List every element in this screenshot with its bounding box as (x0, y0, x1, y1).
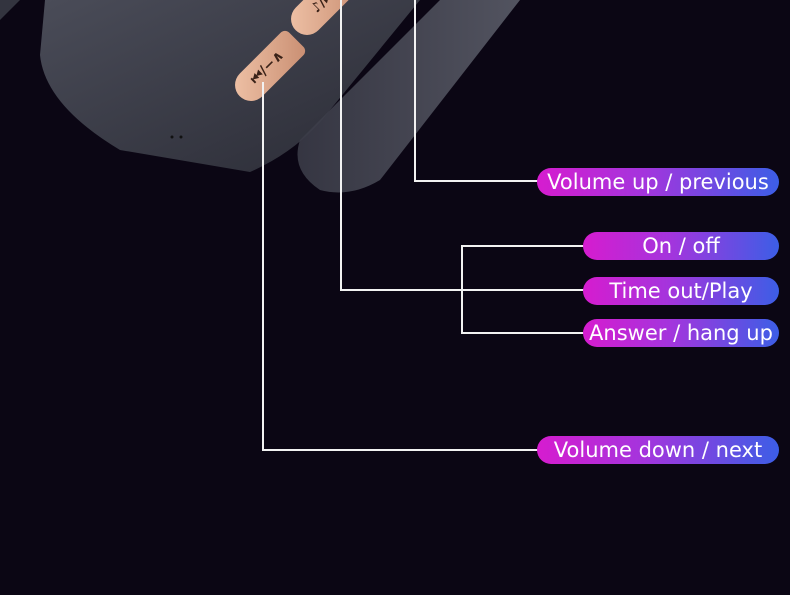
connector-answer-h (461, 332, 585, 334)
label-on-off: On / off (583, 232, 779, 260)
label-answer-hang-up: Answer / hang up (583, 319, 779, 347)
connector-play (340, 0, 342, 291)
connector-volume-down-h (262, 449, 540, 451)
connector-volume-up-h (414, 180, 540, 182)
label-time-out-play: Time out/Play (583, 277, 779, 305)
connector-volume-down (262, 82, 264, 451)
connector-bracket (461, 245, 463, 334)
connector-on-off-h (461, 245, 585, 247)
label-volume-down: Volume down / next (537, 436, 779, 464)
connector-volume-up (414, 0, 416, 182)
label-volume-up: Volume up / previous (537, 168, 779, 196)
